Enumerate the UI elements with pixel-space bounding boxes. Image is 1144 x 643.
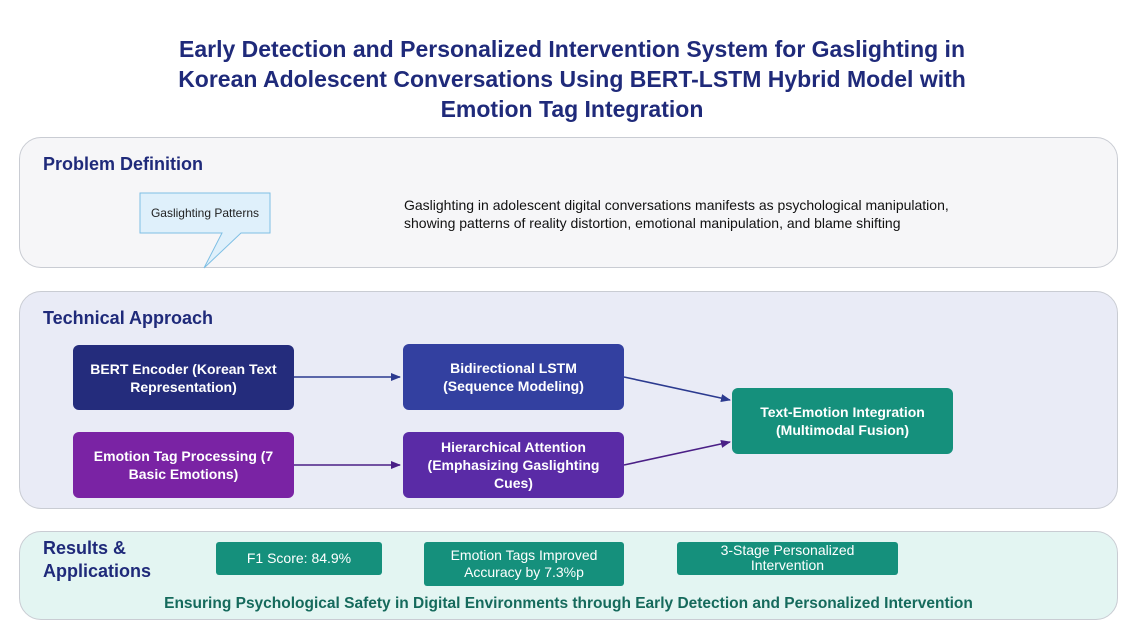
title-line-3: Emotion Tag Integration	[440, 96, 704, 122]
emotion-tags-accuracy-badge: Emotion Tags Improved Accuracy by 7.3%p	[424, 542, 624, 586]
technical-approach-heading: Technical Approach	[43, 308, 214, 328]
bert-encoder-node: BERT Encoder (Korean Text Representation…	[73, 345, 294, 410]
lstm-line-2: (Sequence Modeling)	[443, 378, 584, 394]
f1-score-badge: F1 Score: 84.9%	[216, 542, 382, 575]
results-heading-line-1: Results &	[43, 538, 127, 558]
attention-line-1: Hierarchical Attention	[441, 439, 586, 455]
bert-encoder-line-1: BERT Encoder (Korean Text	[90, 360, 277, 377]
results-heading-line-2: Applications	[43, 561, 152, 581]
emotion-tag-line-2: Basic Emotions)	[128, 466, 239, 482]
attention-line-2: (Emphasizing Gaslighting	[427, 457, 600, 473]
emotion-tag-line-1: Emotion Tag Processing (7	[93, 448, 274, 464]
emotion-tag-processing-node: Emotion Tag Processing (7 Basic Emotions…	[73, 432, 294, 498]
emotion-accuracy-line-1: Emotion Tags Improved	[450, 547, 598, 563]
intervention-line-2: Intervention	[750, 557, 825, 573]
problem-definition-heading: Problem Definition	[43, 154, 204, 174]
results-tagline: Ensuring Psychological Safety in Digital…	[164, 595, 973, 612]
title-line-1: Early Detection and Personalized Interve…	[179, 36, 965, 62]
emotion-accuracy-line-2: Accuracy by 7.3%p	[464, 564, 584, 580]
results-applications-heading: Results & Applications	[43, 537, 151, 583]
fusion-line-1: Text-Emotion Integration	[760, 404, 925, 420]
gaslighting-patterns-callout: Gaslighting Patterns	[150, 206, 260, 220]
title-line-2: Korean Adolescent Conversations Using BE…	[178, 66, 966, 92]
problem-description: Gaslighting in adolescent digital conver…	[404, 196, 1044, 232]
intervention-line-1: 3-Stage Personalized	[720, 542, 855, 558]
lstm-line-1: Bidirectional LSTM	[450, 360, 577, 376]
bidirectional-lstm-node: Bidirectional LSTM (Sequence Modeling)	[403, 344, 624, 410]
problem-description-line-2: showing patterns of reality distortion, …	[404, 215, 901, 231]
personalized-intervention-badge: 3-Stage Personalized Intervention	[677, 542, 898, 575]
bert-encoder-line-2: Representation)	[130, 378, 237, 395]
text-emotion-integration-node: Text-Emotion Integration (Multimodal Fus…	[732, 388, 953, 454]
hierarchical-attention-node: Hierarchical Attention (Emphasizing Gasl…	[403, 432, 624, 498]
attention-line-3: Cues)	[494, 475, 533, 491]
diagram-title: Early Detection and Personalized Interve…	[0, 34, 1144, 124]
problem-description-line-1: Gaslighting in adolescent digital conver…	[404, 197, 949, 213]
fusion-line-2: (Multimodal Fusion)	[776, 422, 909, 438]
